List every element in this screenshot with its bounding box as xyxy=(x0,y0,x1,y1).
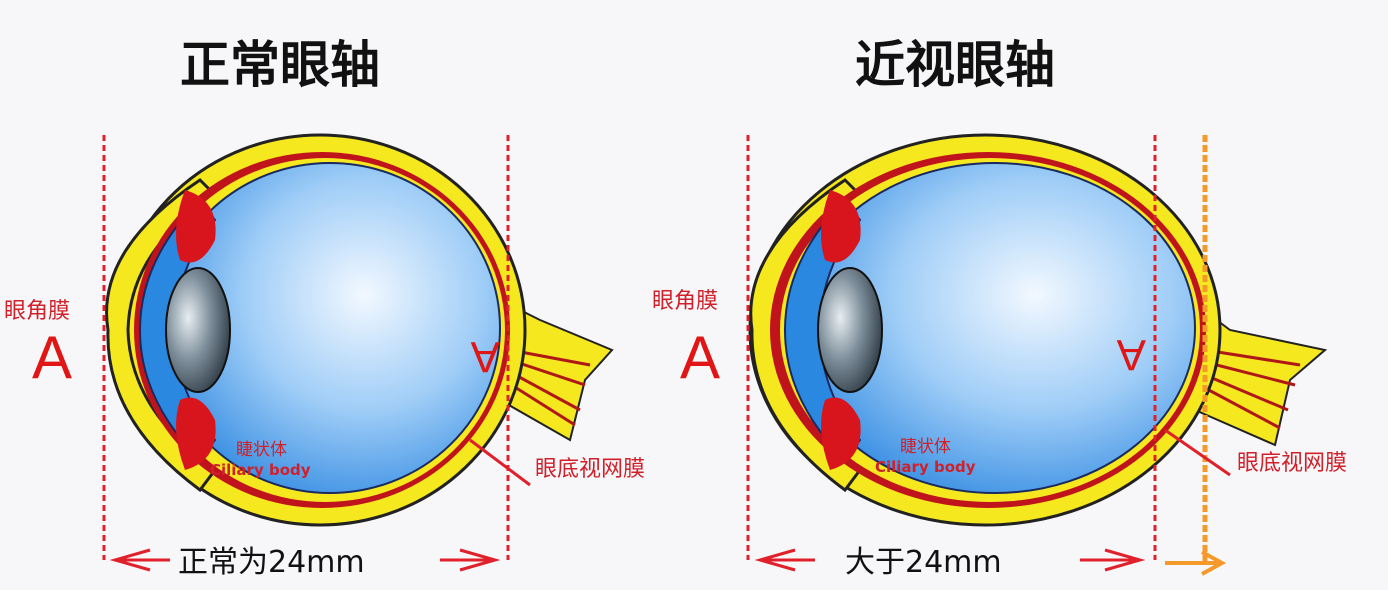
normal-ciliary-en: Ciliary body xyxy=(210,461,311,479)
myopia-eye-diagram xyxy=(746,133,1328,576)
myopia-retina-label: 眼底视网膜 xyxy=(1237,451,1347,476)
normal-retina-label: 眼底视网膜 xyxy=(535,457,645,482)
myopia-title: 近视眼轴 xyxy=(855,36,1055,94)
normal-cornea-label: 眼角膜 xyxy=(4,299,70,324)
normal-eye-diagram xyxy=(102,133,614,572)
normal-ciliary-cn: 睫状体 xyxy=(236,440,287,460)
lens xyxy=(165,267,231,393)
myopia-ciliary-en: Ciliary body xyxy=(875,458,976,476)
myopia-ciliary-cn: 睫状体 xyxy=(900,437,951,457)
ciliary-body-bottom xyxy=(176,397,216,470)
myopia-measurement: 大于24mm xyxy=(845,545,1002,580)
myopia-cornea-label: 眼角膜 xyxy=(652,289,718,314)
ciliary-body-top xyxy=(821,190,861,263)
normal-axis-end-mark: A xyxy=(470,332,500,381)
cornea xyxy=(105,178,218,493)
normal-measurement: 正常为24mm xyxy=(178,545,365,580)
lens xyxy=(817,267,883,393)
normal-title: 正常眼轴 xyxy=(180,36,380,94)
ciliary-body-top xyxy=(176,190,216,263)
ciliary-body-bottom xyxy=(821,397,861,470)
myopia-axis-start-mark: A xyxy=(680,324,720,391)
normal-axis-start-mark: A xyxy=(32,324,72,391)
myopia-axis-end-mark: A xyxy=(1116,330,1146,379)
